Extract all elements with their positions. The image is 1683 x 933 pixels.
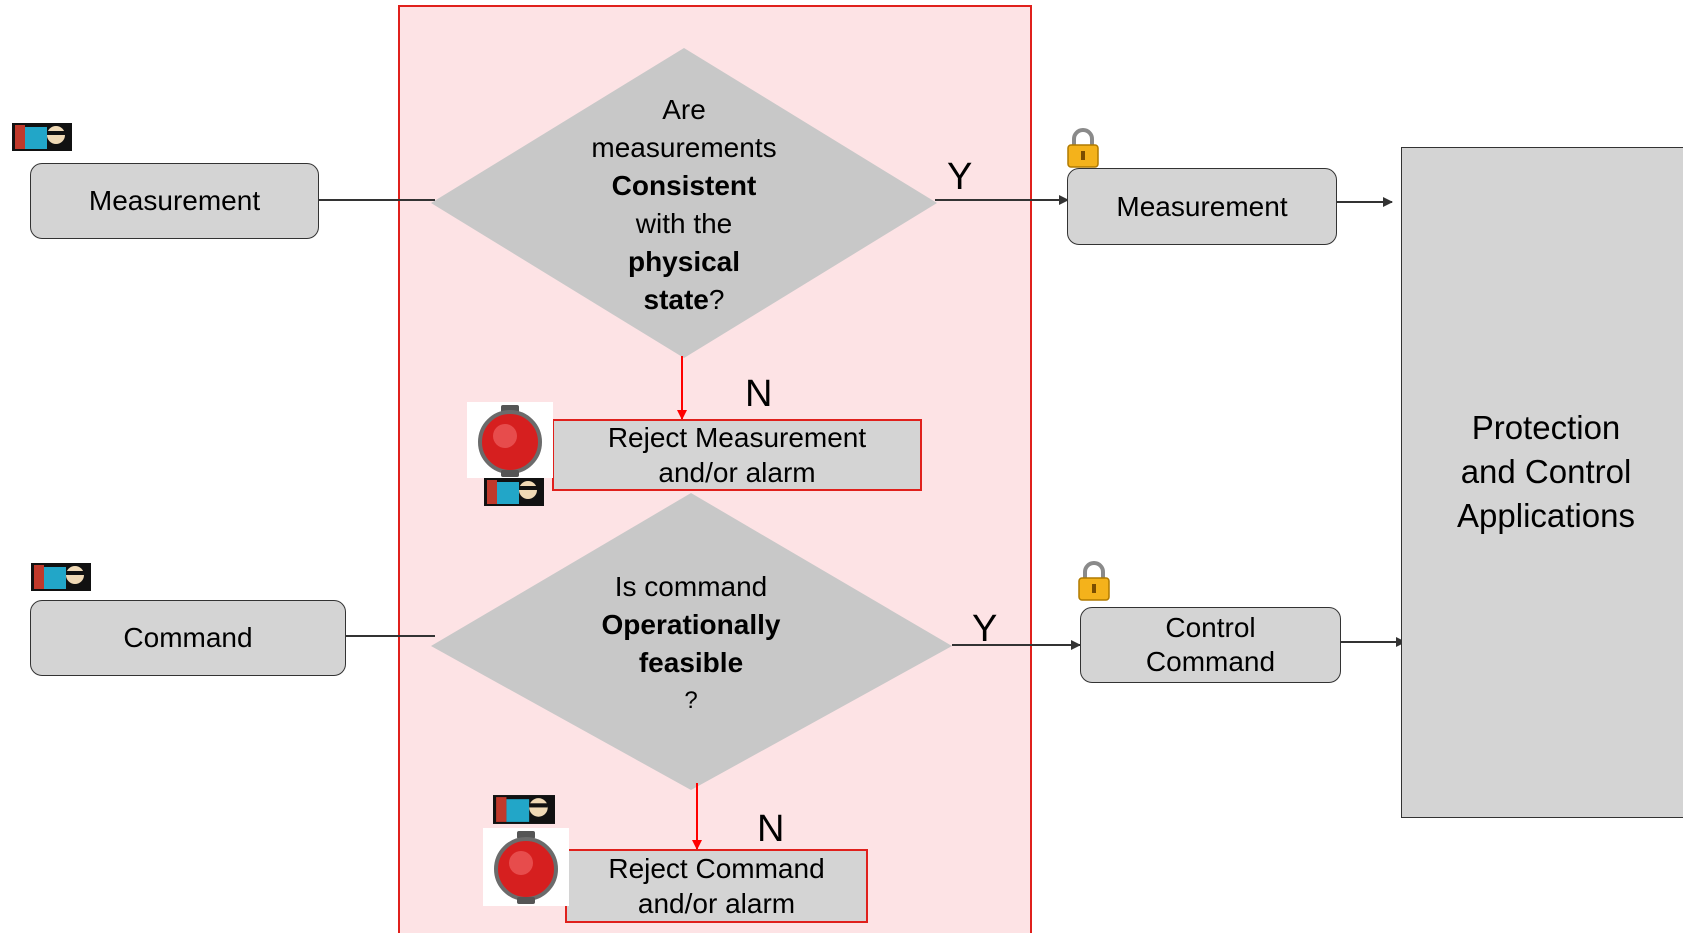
decision-measurement-line2: measurements	[591, 132, 777, 163]
control-command-line2: Command	[1145, 646, 1276, 677]
padlock-icon	[1067, 128, 1099, 168]
hacker-icon	[31, 563, 91, 591]
decision-measurement-line3: Consistent	[611, 170, 757, 201]
decision-measurement-line1: Are	[662, 94, 706, 125]
reject-measurement-line2: and/or alarm	[658, 457, 816, 488]
decision-command-line3: feasible	[638, 647, 744, 678]
reject-command-box: Reject Command and/or alarm	[565, 849, 868, 923]
applications-line3: Applications	[1457, 497, 1635, 534]
padlock-icon	[1078, 561, 1110, 601]
no-label-measurement: N	[745, 373, 773, 415]
protection-control-applications: Protection and Control Applications	[1401, 147, 1683, 818]
alarm-bell-icon	[467, 402, 553, 478]
no-label-command: N	[757, 808, 785, 850]
hacker-icon	[484, 478, 544, 506]
measurement-input-label: Measurement	[88, 185, 261, 217]
decision-command-text: Is command Operationally feasible ?	[541, 568, 841, 720]
decision-measurement-line5: physical	[627, 246, 741, 277]
hacker-icon	[12, 123, 72, 151]
decision-command-line2: Operationally	[601, 609, 781, 640]
decision-measurement-text: Are measurements Consistent with the phy…	[534, 91, 834, 319]
command-input-label: Command	[123, 622, 253, 654]
hacker-icon	[493, 795, 555, 824]
yes-label-measurement: Y	[947, 156, 973, 198]
control-command-line1: Control	[1165, 612, 1256, 644]
decision-command-line1: Is command	[614, 571, 768, 602]
control-command-output-box: Control Command	[1080, 607, 1341, 683]
measurement-output-box: Measurement	[1067, 168, 1337, 245]
alarm-bell-icon	[483, 828, 569, 906]
measurement-output-label: Measurement	[1116, 190, 1288, 222]
reject-measurement-box: Reject Measurement and/or alarm	[552, 419, 922, 491]
decision-measurement-state: state	[643, 284, 709, 315]
decision-diamond-command	[431, 493, 952, 790]
decision-measurement-line6: state?	[534, 281, 834, 319]
decision-command-line4: ?	[684, 687, 698, 714]
applications-line1: Protection	[1471, 409, 1621, 446]
decision-measurement-line4: with the	[635, 208, 733, 239]
reject-measurement-line1: Reject Measurement	[607, 422, 867, 453]
decision-diamond-measurement	[431, 48, 937, 358]
measurement-input-box: Measurement	[30, 163, 319, 239]
applications-line2: and Control	[1460, 453, 1632, 490]
reject-command-line1: Reject Command	[608, 853, 825, 884]
reject-command-line2: and/or alarm	[637, 888, 796, 919]
yes-label-command: Y	[972, 608, 998, 650]
command-input-box: Command	[30, 600, 346, 676]
decision-measurement-qmark: ?	[708, 284, 725, 315]
